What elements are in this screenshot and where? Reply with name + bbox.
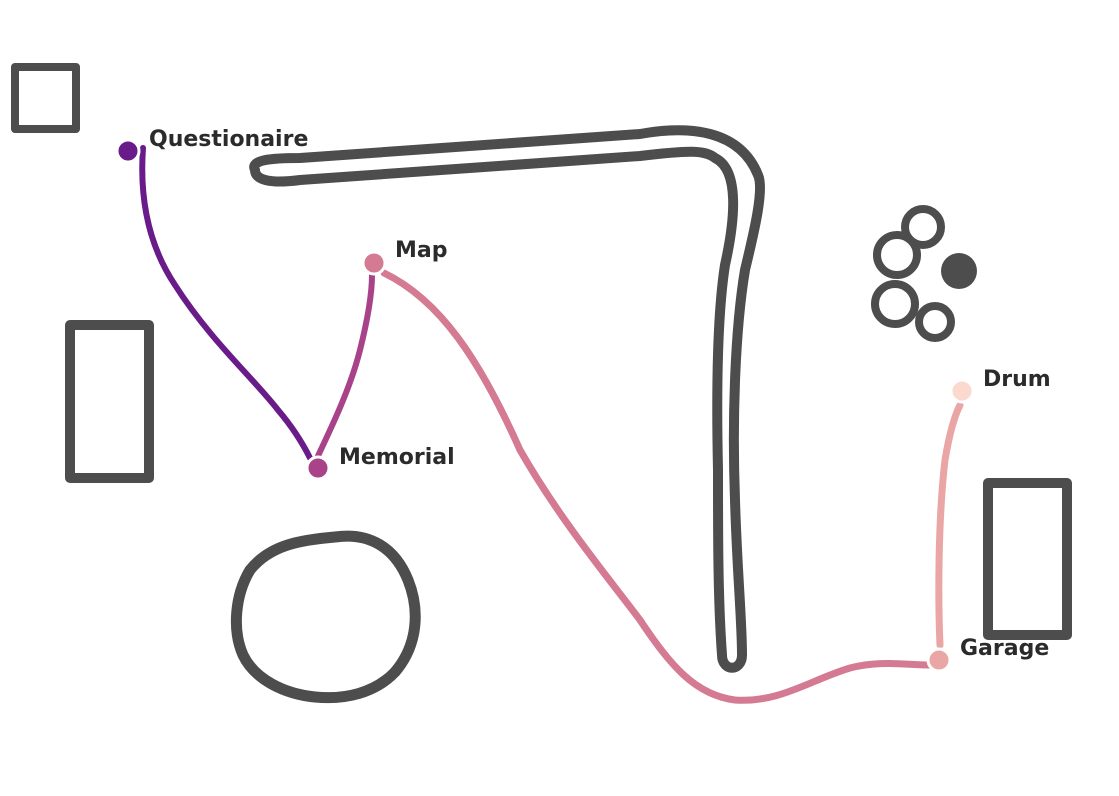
ring-obstacle	[873, 231, 921, 279]
ring-obstacle	[901, 205, 945, 249]
route-garage-drum	[935, 401, 964, 649]
round-pond-obstacle	[230, 530, 421, 704]
stop-questionaire[interactable]: Questionaire	[115, 127, 308, 164]
route-memorial-map	[315, 272, 375, 459]
stop-marker[interactable]	[115, 138, 141, 164]
stop-label: Memorial	[339, 445, 455, 470]
ring-obstacle	[871, 280, 919, 328]
l-shaped-wall-obstacle	[249, 125, 766, 673]
stops: Questionaire Map Memorial Drum Garage	[115, 127, 1051, 673]
filled-dot-obstacle	[941, 253, 977, 289]
small-square-obstacle	[11, 63, 80, 133]
stop-label: Drum	[983, 367, 1051, 392]
stop-marker[interactable]	[305, 455, 331, 481]
stop-drum[interactable]: Drum	[949, 367, 1051, 404]
routes	[139, 145, 964, 704]
stop-map[interactable]: Map	[361, 238, 448, 276]
stop-garage[interactable]: Garage	[926, 636, 1049, 673]
route-map-garage	[380, 269, 936, 704]
ring-obstacle	[915, 302, 955, 342]
stop-label: Garage	[960, 636, 1049, 661]
stop-marker[interactable]	[361, 250, 387, 276]
stop-label: Questionaire	[149, 127, 308, 152]
stop-label: Map	[395, 238, 448, 263]
stop-memorial[interactable]: Memorial	[305, 445, 455, 481]
route-questionaire-memorial	[139, 145, 313, 461]
stop-marker[interactable]	[926, 647, 952, 673]
obstacles	[11, 63, 1072, 704]
stop-marker[interactable]	[949, 378, 975, 404]
left-rectangle-obstacle	[65, 320, 154, 483]
right-rectangle-obstacle	[983, 478, 1072, 640]
